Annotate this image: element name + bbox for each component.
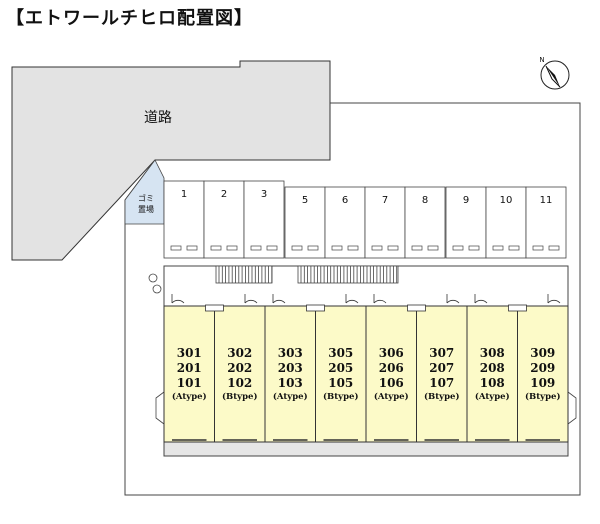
unit-type: (Btype) — [323, 391, 358, 402]
pipe-space — [306, 304, 325, 312]
unit-number: 209 — [530, 361, 555, 375]
parking-spot-9: 9 — [445, 186, 487, 259]
parking-spot-7: 7 — [364, 186, 406, 259]
road-label: 道路 — [144, 110, 172, 126]
parking-number: 3 — [261, 189, 267, 200]
north-arrow-icon: N — [539, 56, 570, 90]
plant-icon — [148, 273, 162, 294]
unit-type: (Btype) — [222, 391, 257, 402]
parking-number: 6 — [342, 195, 348, 206]
unit-number: 108 — [480, 376, 505, 390]
parking-spot-11: 11 — [525, 186, 567, 259]
parking-number: 9 — [463, 195, 469, 206]
unit-number: 109 — [530, 376, 555, 390]
parking-spot-3: 3 — [243, 180, 285, 259]
unit-number: 306 — [379, 346, 404, 360]
road — [11, 60, 331, 261]
unit-number: 105 — [328, 376, 353, 390]
door-icon — [345, 294, 359, 304]
garbage-label-line1: ゴミ — [138, 193, 154, 203]
door-icon — [272, 294, 286, 304]
unit-type: (Atype) — [374, 391, 409, 402]
unit-number: 101 — [177, 376, 202, 390]
unit-number: 102 — [227, 376, 252, 390]
unit-number: 203 — [278, 361, 303, 375]
parking-spot-1: 1 — [163, 180, 205, 259]
unit-type: (Atype) — [475, 391, 510, 402]
door-icon — [474, 294, 488, 304]
unit-number: 206 — [379, 361, 404, 375]
pipe-space — [205, 304, 224, 312]
balcony-strip — [163, 441, 569, 457]
unit-number: 202 — [227, 361, 252, 375]
unit-number: 301 — [177, 346, 202, 360]
garbage-area — [124, 159, 165, 225]
stairs-left — [215, 265, 273, 284]
unit-type: (Btype) — [424, 391, 459, 402]
parking-number: 11 — [540, 195, 553, 206]
parking-number: 10 — [500, 195, 513, 206]
unit-number: 308 — [480, 346, 505, 360]
unit-number: 201 — [177, 361, 202, 375]
unit-type: (Atype) — [172, 391, 207, 402]
stairs-right — [297, 265, 399, 284]
parking-number: 1 — [181, 189, 187, 200]
unit-number: 208 — [480, 361, 505, 375]
left-bay — [155, 391, 165, 425]
door-icon — [373, 294, 387, 304]
unit-number: 107 — [429, 376, 454, 390]
pipe-space — [508, 304, 527, 312]
unit-type: (Btype) — [525, 391, 560, 402]
pipe-space — [407, 304, 426, 312]
parking-spot-10: 10 — [485, 186, 527, 259]
unit-type: (Atype) — [273, 391, 308, 402]
door-icon — [446, 294, 460, 304]
unit-number: 103 — [278, 376, 303, 390]
unit-number: 106 — [379, 376, 404, 390]
parking-number: 5 — [302, 195, 308, 206]
unit-number: 302 — [227, 346, 252, 360]
unit-number: 305 — [328, 346, 353, 360]
parking-spot-8: 8 — [404, 186, 446, 259]
parking-number: 8 — [422, 195, 428, 206]
door-icon — [244, 294, 258, 304]
parking-spot-2: 2 — [203, 180, 245, 259]
parking-spot-5: 5 — [284, 186, 326, 259]
parking-number: 7 — [382, 195, 388, 206]
parking-number: 2 — [221, 189, 227, 200]
unit-number: 303 — [278, 346, 303, 360]
garbage-label-line2: 置場 — [138, 204, 154, 214]
right-bay — [567, 391, 577, 425]
unit-number: 307 — [429, 346, 454, 360]
door-icon — [171, 294, 185, 304]
parking-spot-6: 6 — [324, 186, 366, 259]
page-title: 【エトワールチヒロ配置図】 — [6, 8, 253, 29]
unit-number: 207 — [429, 361, 454, 375]
north-label: N — [539, 56, 544, 64]
door-icon — [547, 294, 561, 304]
unit-number: 205 — [328, 361, 353, 375]
unit-number: 309 — [530, 346, 555, 360]
